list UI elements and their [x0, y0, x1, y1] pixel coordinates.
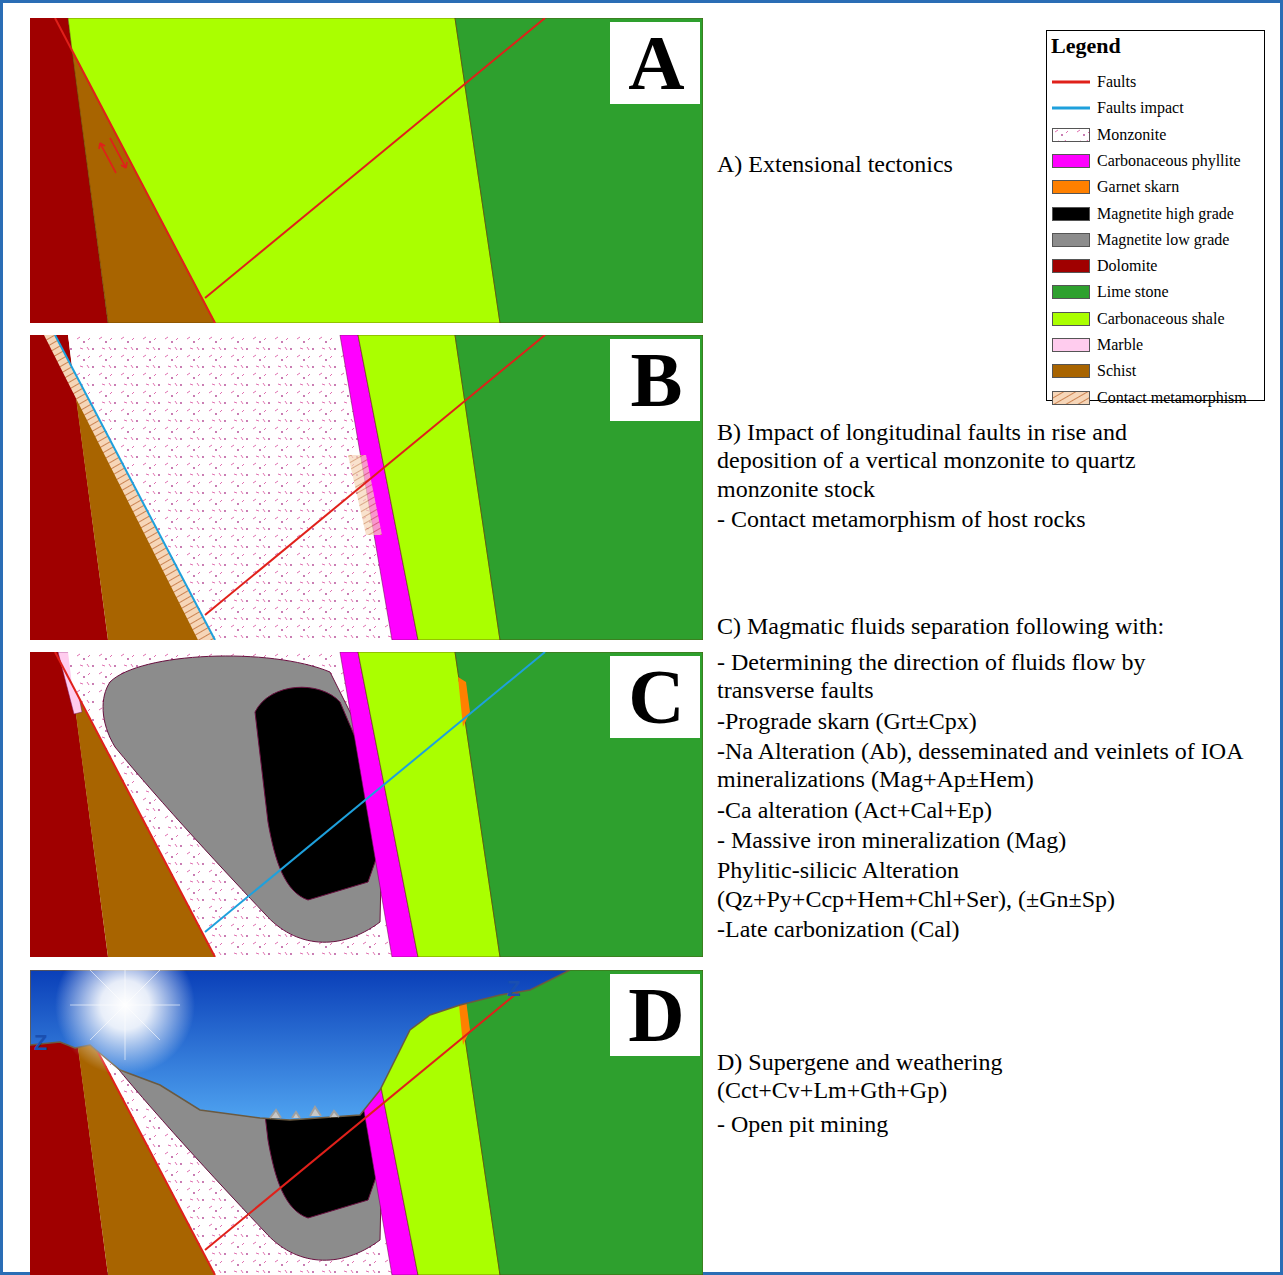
legend-sample	[1052, 75, 1090, 89]
legend-text: Monzonite	[1097, 124, 1166, 146]
legend-row: Garnet skarn	[1052, 176, 1262, 198]
legend-sample	[1052, 128, 1090, 142]
legend-text: Magnetite low grade	[1097, 229, 1229, 251]
legend-text: Faults impact	[1097, 97, 1184, 119]
legend-text: Dolomite	[1097, 255, 1157, 277]
legend-row: Schist	[1052, 360, 1262, 382]
panel-letter: D	[610, 976, 703, 1054]
panel-letter: C	[610, 658, 703, 736]
stage-note: D) Supergene and weathering (Cct+Cv+Lm+G…	[717, 1048, 1047, 1105]
legend-row: Faults	[1052, 71, 1262, 93]
stage-note: C) Magmatic fluids separation following …	[717, 612, 1277, 640]
stage-note: -Ca alteration (Act+Cal+Ep)	[717, 796, 1277, 824]
stage-note: B) Impact of longitudinal faults in rise…	[717, 418, 1207, 503]
legend-row: Contact metamorphism	[1052, 387, 1262, 409]
stage-note: - Massive iron mineralization (Mag)	[717, 826, 1277, 854]
panel-c	[30, 652, 703, 957]
legend-sample	[1052, 101, 1090, 115]
section-mark: Z	[34, 1030, 58, 1056]
legend-text: Contact metamorphism	[1097, 387, 1247, 409]
legend-swatch	[1052, 338, 1090, 352]
legend-row: Magnetite high grade	[1052, 203, 1262, 225]
legend-row: Marble	[1052, 334, 1262, 356]
stage-note: - Open pit mining	[717, 1110, 1277, 1138]
stage-note: -Prograde skarn (Grt±Cpx)	[717, 707, 1277, 735]
stage-note: - Contact metamorphism of host rocks	[717, 505, 1257, 533]
legend-text: Garnet skarn	[1097, 176, 1179, 198]
legend-sample	[1052, 391, 1090, 405]
stage-note: -Na Alteration (Ab), desseminated and ve…	[717, 737, 1277, 794]
panel-a	[30, 18, 703, 323]
panel-letter: A	[610, 24, 703, 102]
legend-text: Lime stone	[1097, 281, 1169, 303]
legend-row: Faults impact	[1052, 97, 1262, 119]
stage-note: -Late carbonization (Cal)	[717, 915, 1277, 943]
legend-text: Magnetite high grade	[1097, 203, 1234, 225]
legend-box: LegendFaultsFaults impactMonzoniteCarbon…	[1046, 30, 1265, 401]
panel-b	[30, 335, 703, 640]
legend-row: Lime stone	[1052, 281, 1262, 303]
panel-d	[30, 970, 703, 1275]
legend-swatch	[1052, 207, 1090, 221]
legend-swatch	[1052, 233, 1090, 247]
section-mark: Z	[507, 976, 531, 1002]
legend-row: Magnetite low grade	[1052, 229, 1262, 251]
legend-row: Dolomite	[1052, 255, 1262, 277]
legend-text: Faults	[1097, 71, 1136, 93]
stage-note: A) Extensional tectonics	[717, 150, 1037, 178]
legend-swatch	[1052, 285, 1090, 299]
stage-note: Phylitic-silicic Alteration (Qz+Py+Ccp+H…	[717, 856, 1227, 913]
legend-text: Carbonaceous phyllite	[1097, 150, 1241, 172]
panel-letter: B	[610, 341, 703, 419]
legend-text: Marble	[1097, 334, 1143, 356]
legend-row: Carbonaceous phyllite	[1052, 150, 1262, 172]
legend-text: Carbonaceous shale	[1097, 308, 1225, 330]
legend-title: Legend	[1051, 33, 1121, 59]
legend-row: Carbonaceous shale	[1052, 308, 1262, 330]
stage-note: - Determining the direction of fluids fl…	[717, 648, 1217, 705]
legend-row: Monzonite	[1052, 124, 1262, 146]
legend-swatch	[1052, 312, 1090, 326]
legend-text: Schist	[1097, 360, 1136, 382]
legend-swatch	[1052, 259, 1090, 273]
legend-swatch	[1052, 364, 1090, 378]
legend-swatch	[1052, 154, 1090, 168]
legend-swatch	[1052, 180, 1090, 194]
